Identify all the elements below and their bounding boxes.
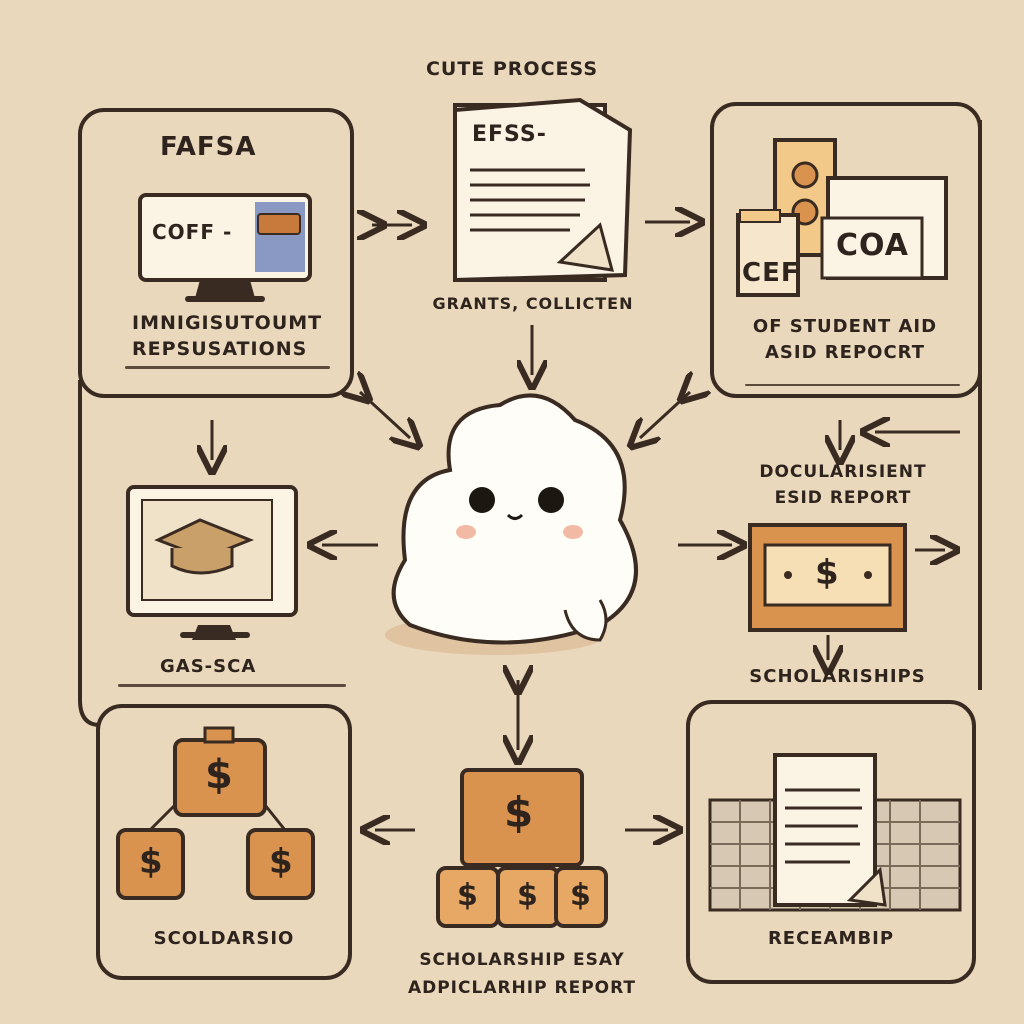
flow-arrows [212,222,960,830]
coa-box-text: COA [836,228,909,263]
scholarship-essay-caption-line2: ADPICLARHIP REPORT [407,978,637,998]
mascot-blob [385,393,638,655]
fafsa-heading: FAFSA [160,132,257,162]
stack-dollar-3: $ [570,878,592,913]
efss-caption: GRANTS, COLLICTEN [432,294,634,313]
bottom-left-frame [96,704,352,980]
student-aid-caption-line2: ASID REPOCRT [765,342,925,363]
bottom-right-frame [686,700,976,984]
docularisient-caption-line1: DOCULARISIENT [759,462,927,482]
scoldarsio-caption: SCOLDARSIO [153,928,295,949]
left-rail-line [78,380,101,727]
bag-dollar-top: $ [205,752,234,798]
outer-left-frame [78,108,354,398]
money-bill-dollar: $ [815,553,840,593]
gas-sca-caption: GAS-SCA [160,656,257,677]
fafsa-screen-text: COFF - [152,220,233,244]
arrow-topright-mascot [640,392,690,438]
scholarship-essay-caption-line1: SCHOLARSHIP ESAY [419,950,625,970]
cef-box-text: CEF [742,258,800,288]
student-aid-underline [745,384,960,386]
scholarisships-caption: SCHOLARISHIPS [749,666,926,687]
stack-dollar-2: $ [517,878,539,913]
student-aid-caption-line1: OF STUDENT AID [752,316,938,337]
fafsa-caption-line1: IMNIGISUTOUMT [132,312,323,334]
docularisient-caption-line2: ESID REPORT [774,488,912,508]
stack-dollar-1: $ [457,878,479,913]
fafsa-caption-line2: REPSUSATIONS [132,338,308,360]
diagram-title: CUTE PROCESS [425,58,599,80]
fafsa-caption-underline [125,366,330,369]
cards-icon-top-right [736,138,948,297]
money-bill-icon-middle-right [748,523,907,632]
bag-dollar-right: $ [269,842,294,882]
document-grid-icon-bottom-right [708,753,962,912]
gas-sca-underline [118,684,346,687]
receambip-caption: RECEAMBIP [767,928,895,949]
stack-dollar-main: $ [504,788,535,837]
computer-icon-middle-left [126,485,298,640]
money-bags-icon-bottom-left [116,726,315,900]
arrow-topleft-mascot [360,392,410,438]
money-stack-icon-bottom-center [436,768,608,928]
efss-doc-text: EFSS- [472,122,547,147]
document-icon-top-center [453,97,633,283]
computer-icon-top-left [138,193,312,302]
bag-dollar-left: $ [139,842,164,882]
